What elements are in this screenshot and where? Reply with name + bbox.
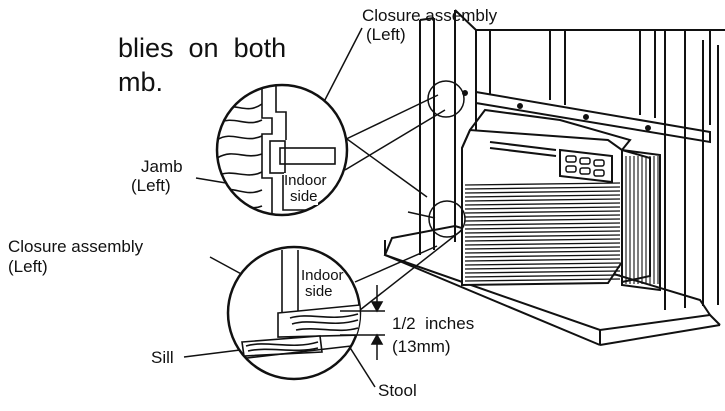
closure-assembly-bottom-label: Closure assembly bbox=[8, 237, 144, 256]
dimension-mm-label: (13mm) bbox=[392, 337, 451, 356]
sill-detail-circle bbox=[226, 245, 362, 381]
intro-text-line-1: blies on both bbox=[118, 33, 287, 63]
indoor-side-bottom-label: Indoor bbox=[301, 267, 344, 284]
closure-assembly-top-label: Closure assembly bbox=[362, 6, 498, 25]
closure-assembly-top-side: (Left) bbox=[366, 25, 406, 44]
indoor-side-top-side: side bbox=[290, 188, 318, 205]
intro-text-line-2: mb. bbox=[118, 67, 164, 97]
sill-label: Sill bbox=[151, 348, 174, 367]
jamb-detail-circle bbox=[215, 83, 349, 217]
ac-front-grille bbox=[464, 182, 621, 282]
ac-side-fins bbox=[625, 156, 659, 284]
stool-label: Stool bbox=[378, 381, 417, 400]
indoor-side-top-label: Indoor bbox=[284, 172, 327, 189]
dimension-inches-label: 1/2 inches bbox=[392, 314, 475, 333]
jamb-label: Jamb bbox=[141, 157, 183, 176]
closure-assembly-bottom-side: (Left) bbox=[8, 257, 48, 276]
indoor-side-bottom-side: side bbox=[305, 283, 333, 300]
dimension-marker bbox=[340, 285, 385, 360]
jamb-side: (Left) bbox=[131, 176, 171, 195]
